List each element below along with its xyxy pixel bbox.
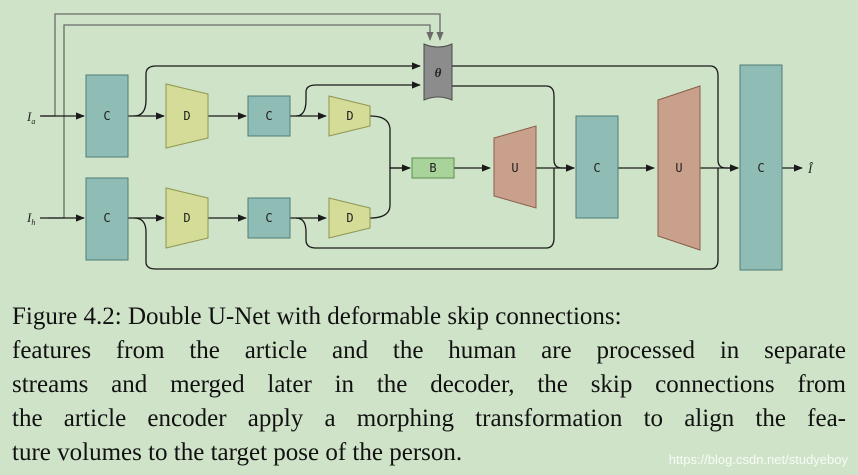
c-mid-label: C bbox=[593, 161, 600, 175]
c1-bot-skip-to-c-out bbox=[133, 168, 719, 270]
b-label: B bbox=[429, 161, 436, 175]
c2-bot-label: C bbox=[265, 211, 272, 225]
c1-top-label: C bbox=[103, 109, 110, 123]
c-out-block bbox=[739, 64, 783, 271]
c1-bot-label: C bbox=[103, 211, 110, 225]
c-mid-block bbox=[575, 115, 619, 219]
article-input-label: Ia bbox=[26, 109, 35, 126]
architecture-diagram: C D C D C D C D B U C U C θ Ia Ih Î bbox=[26, 13, 814, 271]
d1-top-block bbox=[165, 83, 209, 149]
caption-line-2: features from the article and the human … bbox=[12, 337, 846, 364]
c1-skip-to-theta bbox=[133, 62, 421, 117]
c2-top-block bbox=[247, 95, 291, 137]
d2-top-block bbox=[328, 95, 371, 137]
theta-block bbox=[423, 43, 453, 101]
caption-line-5: ture volumes to the target pose of the p… bbox=[12, 439, 463, 466]
d2-bot-to-b bbox=[369, 167, 410, 219]
d2-top-label: D bbox=[346, 109, 353, 123]
c2-skip-to-theta bbox=[295, 81, 421, 117]
u2-block bbox=[657, 85, 701, 251]
c2-top-label: C bbox=[265, 109, 272, 123]
u1-label: U bbox=[511, 161, 518, 175]
caption-line-1: Figure 4.2: Double U-Net with deformable… bbox=[12, 303, 622, 330]
c1-top-block bbox=[85, 74, 129, 158]
d1-bot-label: D bbox=[183, 211, 190, 225]
d2-bot-label: D bbox=[346, 211, 353, 225]
d1-bot-block bbox=[165, 187, 209, 249]
u2-label: U bbox=[675, 161, 682, 175]
d1-top-label: D bbox=[183, 109, 190, 123]
c1-bot-block bbox=[85, 177, 129, 261]
c-out-label: C bbox=[757, 161, 764, 175]
caption-line-3: streams and merged later in the decoder,… bbox=[12, 371, 846, 398]
output-label: Î bbox=[807, 161, 814, 176]
d2-top-to-b bbox=[369, 115, 411, 172]
watermark-text: https://blog.csdn.net/studyeboy bbox=[668, 452, 848, 467]
human-input-label: Ih bbox=[26, 210, 35, 227]
figure-caption: Figure 4.2: Double U-Net with deformable… bbox=[12, 300, 846, 470]
c2-bot-block bbox=[247, 197, 291, 239]
d2-bot-block bbox=[328, 197, 371, 239]
caption-line-4: the article encoder apply a morphing tra… bbox=[12, 405, 846, 432]
theta-label: θ bbox=[435, 65, 442, 80]
c2-bot-skip-to-c-mid bbox=[295, 168, 555, 249]
u1-block bbox=[493, 125, 537, 209]
b-block bbox=[411, 157, 455, 179]
